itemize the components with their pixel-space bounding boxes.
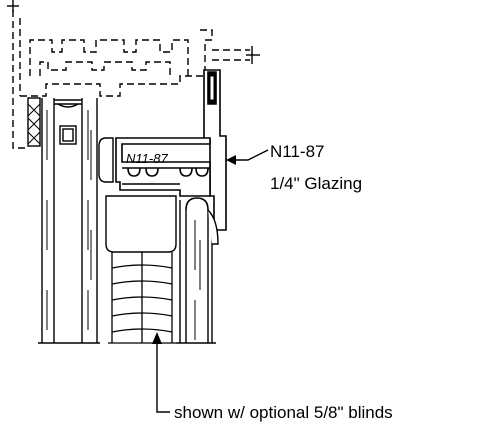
n11-87-extrusion [115, 69, 227, 231]
right-break-mark [246, 46, 260, 64]
blind-slats [108, 252, 176, 344]
dashed-head-profile [12, 10, 250, 149]
left-gasket [27, 97, 41, 147]
callout-glazing: 1/4" Glazing [270, 174, 362, 193]
callout-blinds: shown w/ optional 5/8" blinds [174, 403, 393, 422]
left-glazing-lites [38, 98, 100, 344]
glazing-leader-arrowhead [226, 155, 236, 165]
blinds-leader [156, 340, 170, 413]
left-glazing-gasket [98, 137, 114, 183]
right-glazing-lite [176, 197, 219, 344]
extrusion-part-tag: N11-87 [126, 151, 168, 166]
blinds-leader-arrowhead [152, 332, 162, 344]
top-break-mark [7, 0, 19, 12]
blinds-headrail [105, 195, 177, 253]
callout-part-number: N11-87 [270, 142, 325, 161]
